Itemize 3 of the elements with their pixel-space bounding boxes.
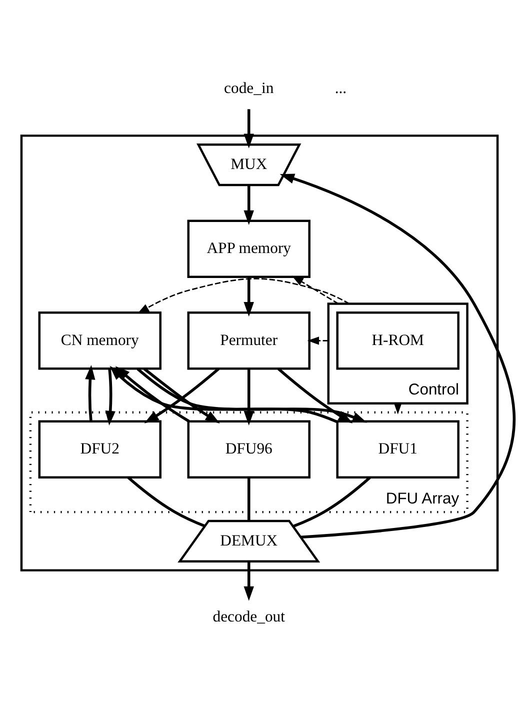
node-text: code_in [224, 80, 274, 97]
label: ... [334, 80, 347, 97]
node-text: decode_out [212, 608, 285, 626]
